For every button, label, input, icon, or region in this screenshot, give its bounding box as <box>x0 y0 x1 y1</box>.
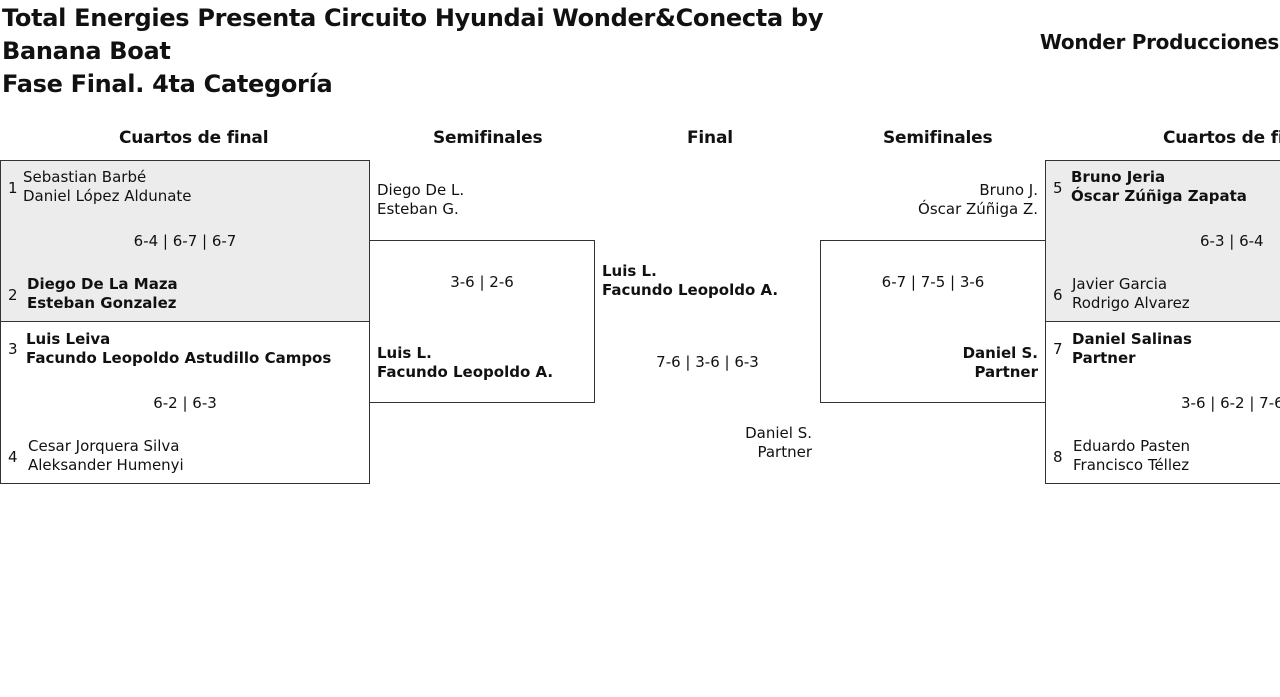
round-header-right-quarterfinals: Cuartos de final <box>1163 128 1280 148</box>
player-name: Daniel S. <box>745 424 812 442</box>
team-qf4-b[interactable]: Eduardo Pasten Francisco Téllez <box>1073 437 1190 475</box>
player-name: Bruno Jeria <box>1071 168 1166 186</box>
player-name: Luis L. <box>377 344 432 362</box>
player-name: Óscar Zúñiga Z. <box>918 200 1038 218</box>
team-qf3-a-winner[interactable]: Bruno Jeria Óscar Zúñiga Zapata <box>1071 168 1247 206</box>
player-name: Facundo Leopoldo A. <box>602 281 779 299</box>
player-name: Esteban G. <box>377 200 459 218</box>
seed-number: 5 <box>1053 179 1063 197</box>
match-score: 3-6 | 6-2 | 7-6 <box>1181 394 1280 412</box>
player-name: Facundo Leopoldo A. <box>377 363 554 381</box>
match-score: 6-2 | 6-3 <box>153 394 217 412</box>
player-name: Rodrigo Alvarez <box>1072 294 1190 312</box>
seed-number: 7 <box>1053 340 1063 358</box>
team-sf-left-a[interactable]: Diego De L. Esteban G. <box>377 181 464 219</box>
player-name: Bruno J. <box>979 181 1038 199</box>
player-name: Daniel López Aldunate <box>23 187 192 205</box>
player-name: Diego De L. <box>377 181 465 199</box>
seed-number: 1 <box>8 179 18 197</box>
title-line-2: Fase Final. 4ta Categoría <box>2 70 333 98</box>
title-line-1: Total Energies Presenta Circuito Hyundai… <box>2 4 824 65</box>
seed-number: 3 <box>8 340 18 358</box>
player-name: Luis Leiva <box>26 330 111 348</box>
team-qf1-a[interactable]: Sebastian Barbé Daniel López Aldunate <box>23 168 192 206</box>
player-name: Diego De La Maza <box>27 275 178 293</box>
final-score: 7-6 | 3-6 | 6-3 <box>656 353 759 371</box>
match-qf3[interactable]: 5 Bruno Jeria Óscar Zúñiga Zapata 6-3 | … <box>1045 160 1280 322</box>
round-header-left-quarterfinals: Cuartos de final <box>119 128 269 148</box>
team-qf3-b[interactable]: Javier Garcia Rodrigo Alvarez <box>1072 275 1190 313</box>
team-sf-right-a[interactable]: Bruno J. Óscar Zúñiga Z. <box>918 181 1038 219</box>
player-name: Partner <box>757 443 812 461</box>
player-name: Óscar Zúñiga Zapata <box>1071 187 1247 205</box>
player-name: Esteban Gonzalez <box>27 294 177 312</box>
player-name: Facundo Leopoldo Astudillo Campos <box>26 349 332 367</box>
player-name: Eduardo Pasten <box>1073 437 1191 455</box>
organizer-name: Wonder Producciones <box>1039 30 1279 54</box>
match-qf4[interactable]: 7 Daniel Salinas Partner 3-6 | 6-2 | 7-6… <box>1045 321 1280 484</box>
match-score: 6-3 | 6-4 <box>1200 232 1264 250</box>
page-title: Total Energies Presenta Circuito Hyundai… <box>2 2 842 101</box>
round-header-final: Final <box>687 128 733 148</box>
seed-number: 4 <box>8 448 18 466</box>
seed-number: 2 <box>8 286 18 304</box>
team-final-b[interactable]: Daniel S. Partner <box>745 424 812 462</box>
team-qf2-a-winner[interactable]: Luis Leiva Facundo Leopoldo Astudillo Ca… <box>26 330 331 368</box>
match-score: 3-6 | 2-6 <box>450 273 514 291</box>
match-qf1[interactable]: 1 Sebastian Barbé Daniel López Aldunate … <box>0 160 370 322</box>
round-header-right-semifinals: Semifinales <box>883 128 993 148</box>
player-name: Cesar Jorquera Silva <box>28 437 180 455</box>
team-sf-left-b-winner[interactable]: Luis L. Facundo Leopoldo A. <box>377 344 553 382</box>
player-name: Daniel S. <box>962 344 1038 362</box>
player-name: Francisco Téllez <box>1073 456 1190 474</box>
match-qf2[interactable]: 3 Luis Leiva Facundo Leopoldo Astudillo … <box>0 321 370 484</box>
team-qf1-b-winner[interactable]: Diego De La Maza Esteban Gonzalez <box>27 275 178 313</box>
team-final-a-winner[interactable]: Luis L. Facundo Leopoldo A. <box>602 262 778 300</box>
player-name: Daniel Salinas <box>1072 330 1192 348</box>
player-name: Sebastian Barbé <box>23 168 147 186</box>
player-name: Javier Garcia <box>1072 275 1168 293</box>
player-name: Partner <box>974 363 1038 381</box>
match-score: 6-4 | 6-7 | 6-7 <box>133 232 237 250</box>
team-sf-right-b-winner[interactable]: Daniel S. Partner <box>963 344 1038 382</box>
match-sf-right[interactable]: 6-7 | 7-5 | 3-6 Daniel S. Partner <box>820 240 1046 403</box>
seed-number: 6 <box>1053 286 1063 304</box>
team-qf2-b[interactable]: Cesar Jorquera Silva Aleksander Humenyi <box>28 437 184 475</box>
player-name: Partner <box>1072 349 1136 367</box>
round-header-left-semifinals: Semifinales <box>433 128 543 148</box>
team-qf4-a-winner[interactable]: Daniel Salinas Partner <box>1072 330 1192 368</box>
match-sf-left[interactable]: 3-6 | 2-6 Luis L. Facundo Leopoldo A. <box>369 240 595 403</box>
seed-number: 8 <box>1053 448 1063 466</box>
match-score: 6-7 | 7-5 | 3-6 <box>881 273 985 291</box>
player-name: Aleksander Humenyi <box>28 456 184 474</box>
player-name: Luis L. <box>602 262 657 280</box>
